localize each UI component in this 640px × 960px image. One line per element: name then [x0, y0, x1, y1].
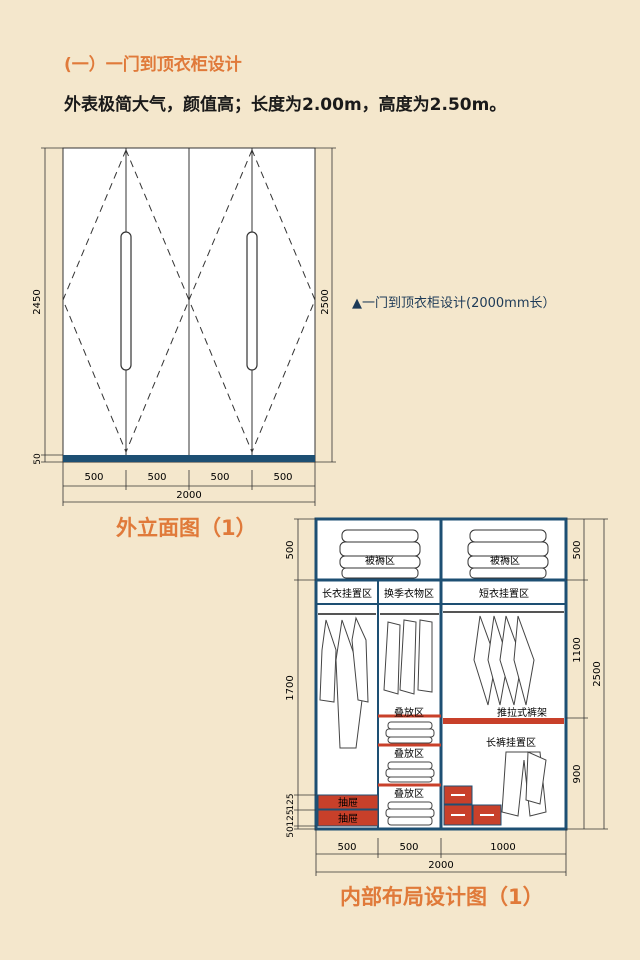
dim-left-1700: 1700 [285, 675, 296, 700]
pants-icons [501, 751, 547, 817]
exterior-caption: 外立面图（1） [116, 516, 257, 540]
folded-stack-1 [385, 721, 435, 744]
zone-pants-hanging: 长裤挂置区 [486, 736, 536, 749]
dim-right-1100: 1100 [572, 637, 583, 662]
total-width-exterior: 2000 [176, 490, 201, 501]
door-width-3: 500 [210, 472, 229, 483]
short-garment-icons [473, 615, 535, 706]
dim-left-50: 50 [286, 826, 296, 838]
dim-height-right: 2500 [320, 289, 331, 314]
section-title: (一）一门到顶衣柜设计 [64, 55, 242, 75]
bottom-width-3: 1000 [490, 842, 515, 853]
folded-stack-2 [385, 761, 435, 783]
zone-pullout-rack: 推拉式裤架 [497, 706, 547, 719]
zone-bedding-left: 被褥区 [365, 554, 395, 567]
drawer-2 [317, 809, 379, 827]
door-swing-pair-2 [188, 148, 316, 454]
door-handle-1 [120, 231, 132, 371]
dim-base-left: 50 [33, 453, 43, 465]
bottom-width-1: 500 [337, 842, 356, 853]
long-coat-icons [319, 616, 369, 749]
total-width-interior: 2000 [428, 860, 453, 871]
dim-height-left: 2450 [32, 289, 43, 314]
dim-left-125a: 125 [286, 793, 296, 810]
intro-text: 外表极简大气，颜值高；长度为2.00m，高度为2.50m。 [64, 95, 507, 115]
zone-short-hanging: 短衣挂置区 [479, 587, 529, 600]
dim-left-125b: 125 [286, 809, 296, 826]
dim-right-900: 900 [572, 764, 583, 783]
zone-fold-2: 叠放区 [394, 747, 424, 760]
zone-seasonal: 换季衣物区 [384, 587, 434, 600]
zone-drawer-2: 抽屉 [338, 812, 358, 825]
side-note: ▲一门到顶衣柜设计(2000mm长） [352, 296, 556, 311]
seasonal-garment-icons [383, 619, 433, 695]
bottom-width-2: 500 [399, 842, 418, 853]
interior-caption: 内部布局设计图（1） [340, 885, 544, 909]
zone-drawer-1: 抽屉 [338, 796, 358, 809]
door-swing-pair-1 [62, 148, 190, 454]
door-width-1: 500 [84, 472, 103, 483]
pullout-rack-bar [443, 718, 564, 724]
folded-stack-3 [385, 801, 435, 826]
door-handle-2 [246, 231, 258, 371]
dim-left-500: 500 [285, 540, 296, 559]
drawer-1 [317, 794, 379, 810]
base-plinth [63, 455, 315, 462]
zone-fold-3: 叠放区 [394, 787, 424, 800]
zone-fold-1: 叠放区 [394, 706, 424, 719]
door-width-4: 500 [273, 472, 292, 483]
zone-bedding-right: 被褥区 [490, 554, 520, 567]
dim-right-500: 500 [572, 540, 583, 559]
door-width-2: 500 [147, 472, 166, 483]
bedding-stack-right [467, 529, 549, 579]
dim-total-height: 2500 [592, 661, 603, 686]
bedding-stack-left [339, 529, 421, 579]
zone-long-hanging: 长衣挂置区 [322, 587, 372, 600]
